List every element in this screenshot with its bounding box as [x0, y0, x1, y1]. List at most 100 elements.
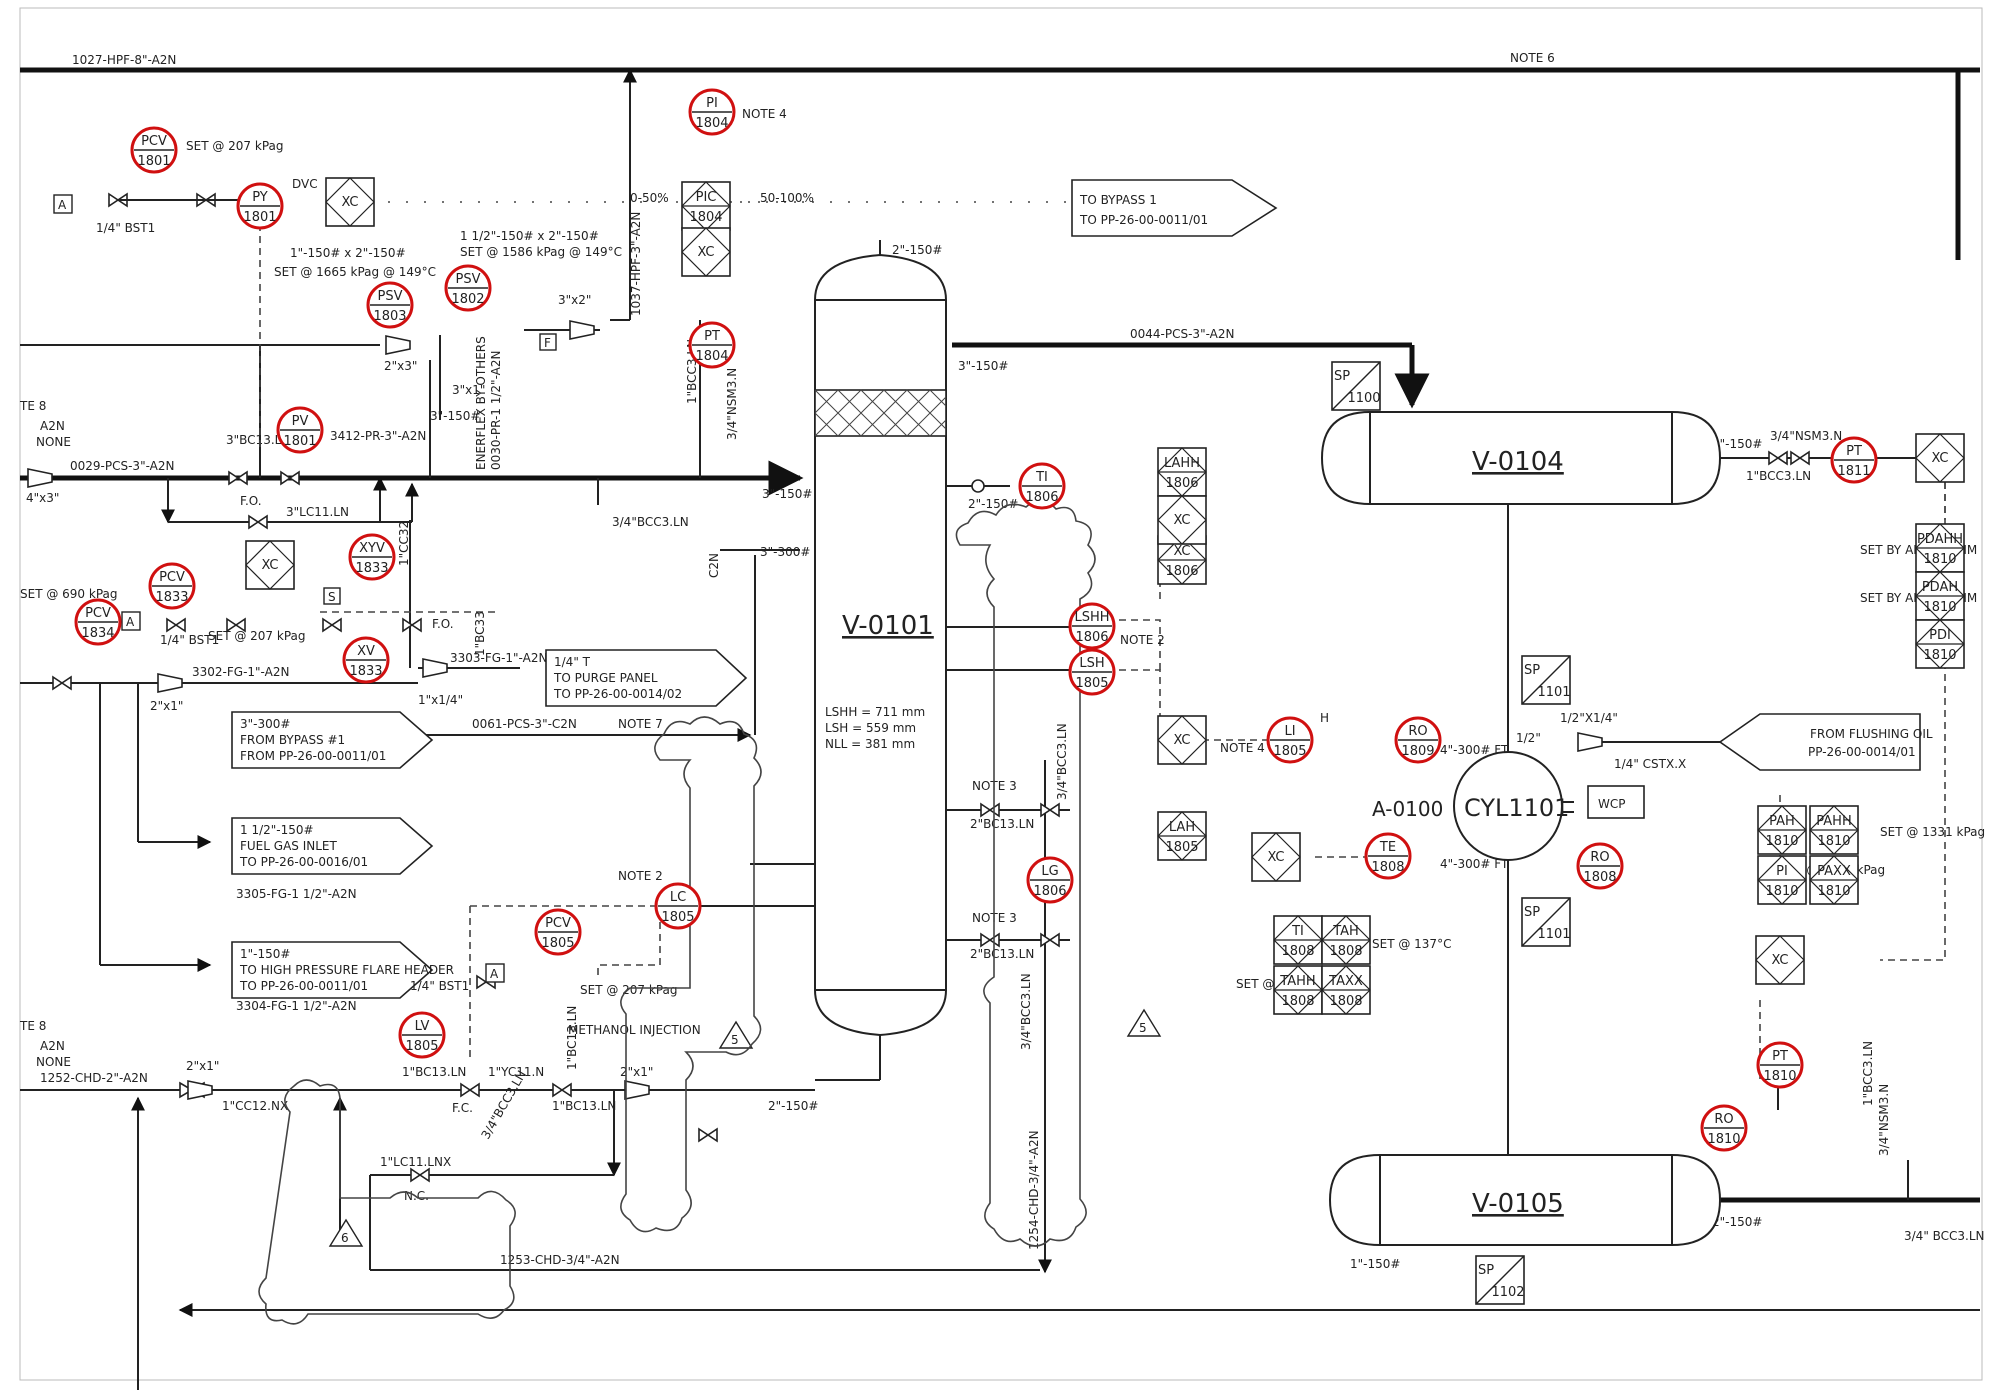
none-label-2: NONE [36, 1055, 71, 1069]
valves [27, 193, 1810, 1182]
set690-label: SET @ 690 kPag [20, 587, 118, 601]
offpage-purge[interactable]: 1/4" T TO PURGE PANEL TO PP-26-00-0014/0… [545, 649, 748, 707]
offpage-bypass[interactable]: TO BYPASS 1 TO PP-26-00-0011/01 [1071, 179, 1278, 237]
box-tag: LAH [1169, 820, 1195, 835]
box-number: 1101 [1537, 685, 1570, 700]
bubble-tag: PT [1846, 444, 1862, 459]
xc-block-4[interactable]: XC [1157, 495, 1207, 545]
bypass-line-2: TO PP-26-00-0011/01 [1079, 213, 1208, 227]
vessel-v0104[interactable]: V-0104 [1320, 411, 1722, 505]
bcc3-v105-label: 3/4" BCC3.LN [1904, 1229, 1985, 1243]
n3x2-label: 3"x2" [558, 293, 591, 307]
n3-150-label-1: 3"-150# [430, 409, 480, 423]
bubble-number: 1808 [1371, 860, 1404, 875]
bst1-label-1: 1/4" BST1 [96, 221, 155, 235]
bcc3-drain-label: 3/4"BCC3.LN [612, 515, 689, 529]
methanol-label: METHANOL INJECTION [568, 1023, 701, 1037]
xc-block-8[interactable]: XC [1755, 935, 1805, 985]
bubble-tag: PI [706, 96, 718, 111]
box-tag: XC [1173, 544, 1190, 559]
bubble-number: 1805 [1273, 744, 1306, 759]
psv1802-size: 1 1/2"-150# x 2"-150# [460, 229, 599, 243]
fuel-gas-2: FUEL GAS INLET [240, 839, 337, 853]
xc-block-6[interactable]: XC [1251, 832, 1301, 882]
line-label-3305: 3305-FG-1 1/2"-A2N [236, 887, 357, 901]
offpage-fuel-gas[interactable]: 1 1/2"-150# FUEL GAS INLET TO PP-26-00-0… [231, 817, 434, 875]
triangle-6: 6 [341, 1231, 349, 1245]
enerflex-label: ENERFLEX BY OTHERS [474, 336, 488, 470]
bubble-tag: LC [670, 890, 686, 905]
xc-block-7[interactable]: XC [1915, 433, 1965, 483]
xc-block-3[interactable]: XC [681, 227, 731, 277]
instrument-box-sp-1101[interactable]: SP 1101 [1521, 655, 1571, 705]
note2-label-1: NOTE 2 [618, 869, 663, 883]
box-tag: SP [1524, 663, 1540, 678]
vessel-v0105[interactable]: V-0105 [1328, 1154, 1722, 1246]
bc13-2-label-1: 2"BC13.LN [970, 817, 1034, 831]
a0100-label: A-0100 [1372, 797, 1443, 821]
bubble-tag: XV [357, 644, 375, 659]
bubble-tag: LSHH [1074, 610, 1109, 625]
flare-3: TO PP-26-00-0011/01 [239, 979, 368, 993]
n2-150-ti: 2"-150# [968, 497, 1018, 511]
xc-block-5[interactable]: XC [1157, 715, 1207, 765]
offpage-flare[interactable]: 1"-150# TO HIGH PRESSURE FLARE HEADER TO… [231, 941, 454, 999]
xc-block-1[interactable]: XC [325, 177, 375, 227]
dvc-label: DVC [292, 177, 318, 191]
instrument-box-sp-1100[interactable]: SP 1100 [1331, 361, 1381, 411]
vessel-v0101[interactable]: 2"-150# V-0101 LSHH = 711 mm LSH = 559 m… [814, 240, 947, 1037]
set207-label-1: SET @ 207 kPag [186, 139, 284, 153]
box-number: 1808 [1329, 994, 1362, 1009]
cc32-label: 1"CC32 [397, 521, 411, 566]
box-tag: SP [1334, 369, 1350, 384]
offpage-from-bypass[interactable]: 3"-300# FROM BYPASS #1 FROM PP-26-00-001… [231, 711, 434, 769]
offpage-flushing[interactable]: FROM FLUSHING OIL PP-26-00-0014/01 [1718, 713, 1933, 771]
bubble-number: 1804 [695, 349, 728, 364]
n3-150-label-2: 3"-150# [762, 487, 812, 501]
xc-block-2[interactable]: XC [245, 540, 295, 590]
box-number: 1100 [1347, 391, 1380, 406]
a-box-2: A [126, 615, 135, 629]
